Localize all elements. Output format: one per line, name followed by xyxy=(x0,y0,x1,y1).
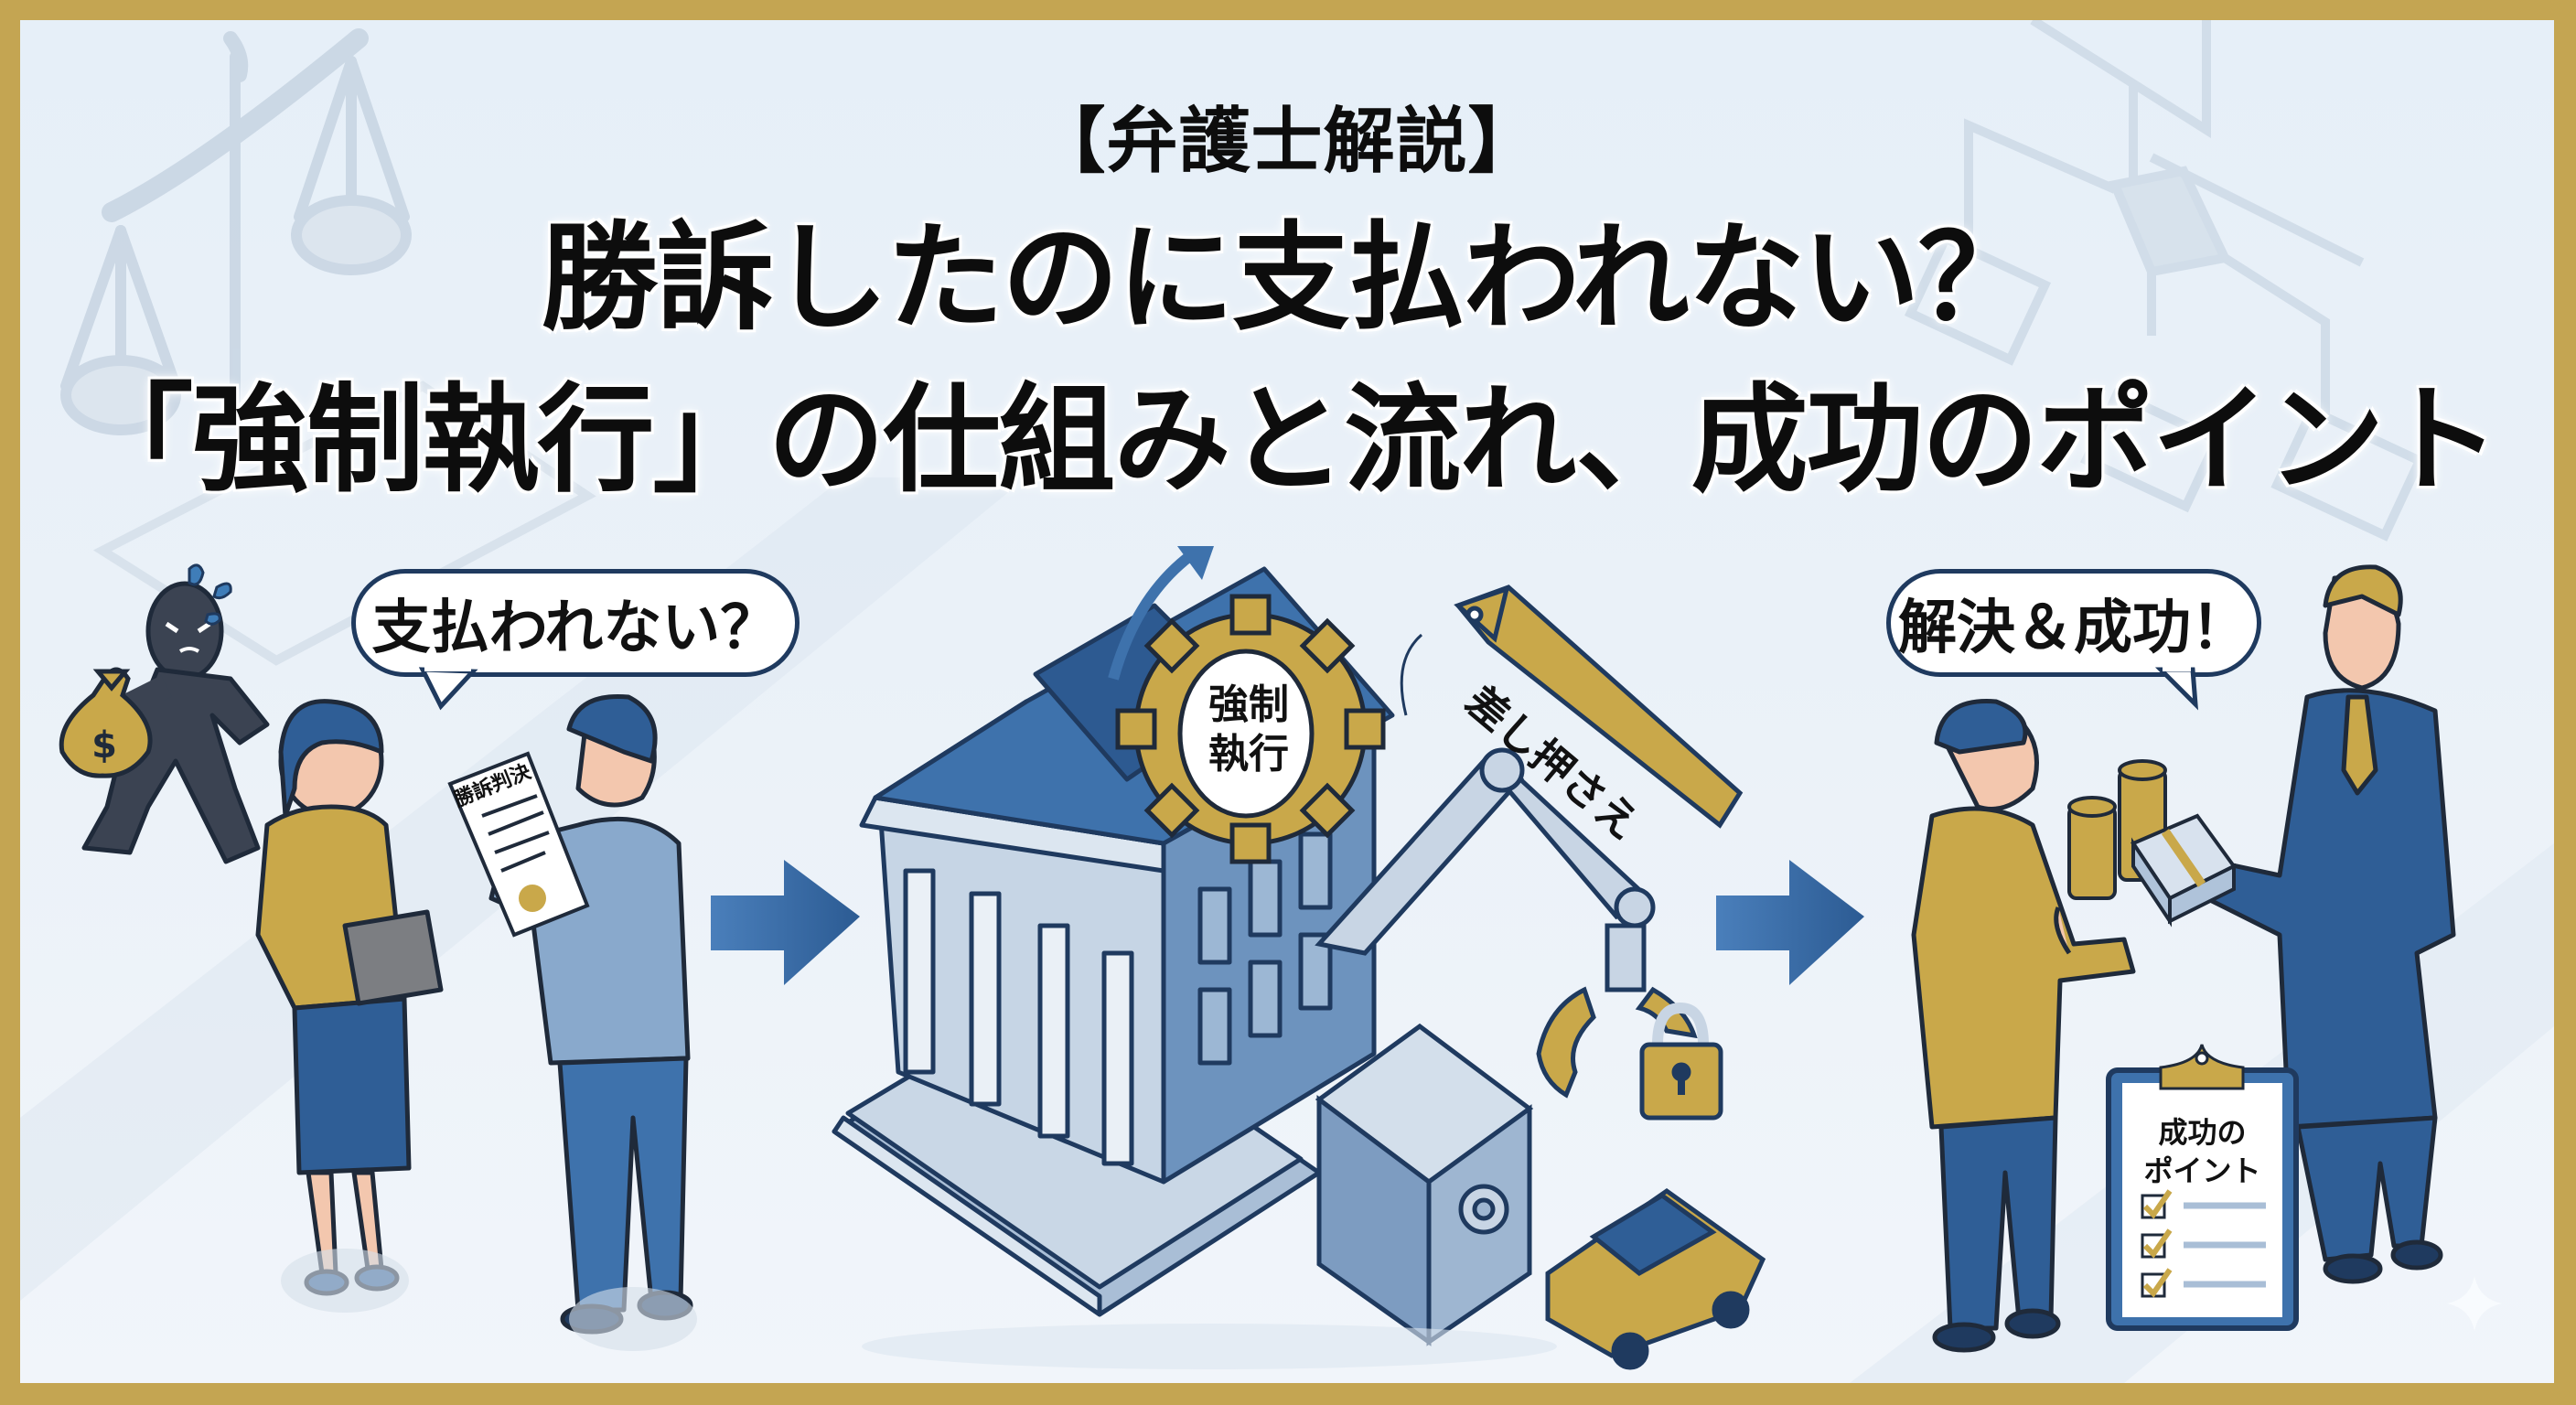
clipboard-icon xyxy=(2106,1044,2299,1331)
clipboard-title-line1: 成功の xyxy=(2158,1115,2247,1150)
car-icon xyxy=(1545,1187,1766,1370)
subtitle-label: 【弁護士解説】 xyxy=(1034,101,1540,183)
speech-bubble-unpaid-text: 支払われない？ xyxy=(371,595,779,662)
speech-bubble-tail-right xyxy=(2154,664,2199,711)
gear-icon xyxy=(1115,594,1386,864)
lawyer-figure xyxy=(2204,564,2456,1284)
right-scene-illustration xyxy=(1911,564,2456,1353)
gear-label-line1: 強制 xyxy=(1208,681,1289,728)
woman-figure xyxy=(255,699,444,1296)
judgment-document-icon xyxy=(447,751,590,938)
speech-bubble-success-text: 解決＆成功！ xyxy=(1898,595,2249,662)
rotation-arrow-icon xyxy=(1108,551,1195,681)
left-scene-illustration: $ xyxy=(59,563,697,1351)
sweat-drops-icon xyxy=(188,563,232,626)
robotic-arm-icon xyxy=(1315,747,1656,992)
gear-label-line2: 執行 xyxy=(1208,731,1289,778)
dollar-sign: $ xyxy=(91,724,117,767)
seizure-tag-icon xyxy=(1400,585,1744,829)
cash-bundle-icon xyxy=(2131,813,2238,928)
clipboard-title-line2: ポイント xyxy=(2143,1153,2261,1188)
right-arrow-icon xyxy=(711,860,860,985)
speech-bubble-success: 解決＆成功！ xyxy=(1886,569,2261,677)
checklist xyxy=(2141,1189,2266,1298)
clipboard-title: 成功の ポイント xyxy=(2122,1113,2282,1190)
page-title-line1: 勝訴したのに支払われない？ xyxy=(541,210,2035,347)
page-title-line2: 「強制執行」の仕組みと流れ、成功のポイント xyxy=(76,372,2499,509)
speech-bubble-tail-left xyxy=(418,664,478,711)
money-bag-icon xyxy=(59,667,153,778)
sparkle-icon xyxy=(2447,1276,2502,1331)
speech-bubble-unpaid: 支払われない？ xyxy=(351,569,800,677)
thief-figure xyxy=(81,581,270,864)
scales-of-justice-icon xyxy=(60,28,412,435)
padlock-icon xyxy=(1639,1002,1723,1121)
right-arrow-icon-2 xyxy=(1716,860,1864,985)
flow-arrow-1 xyxy=(711,860,1864,985)
coin-stacks-icon xyxy=(2067,759,2167,900)
banner-canvas: 【弁護士解説】 勝訴したのに支払われない？ 「強制執行」の仕組みと流れ、成功のポ… xyxy=(20,20,2554,1383)
center-scene-illustration xyxy=(832,546,1766,1370)
gear-label: 強制 執行 xyxy=(1208,681,1290,779)
flowchart-decoration xyxy=(1904,20,2426,542)
safe-icon xyxy=(1315,1023,1534,1346)
client-figure xyxy=(1911,699,2136,1353)
